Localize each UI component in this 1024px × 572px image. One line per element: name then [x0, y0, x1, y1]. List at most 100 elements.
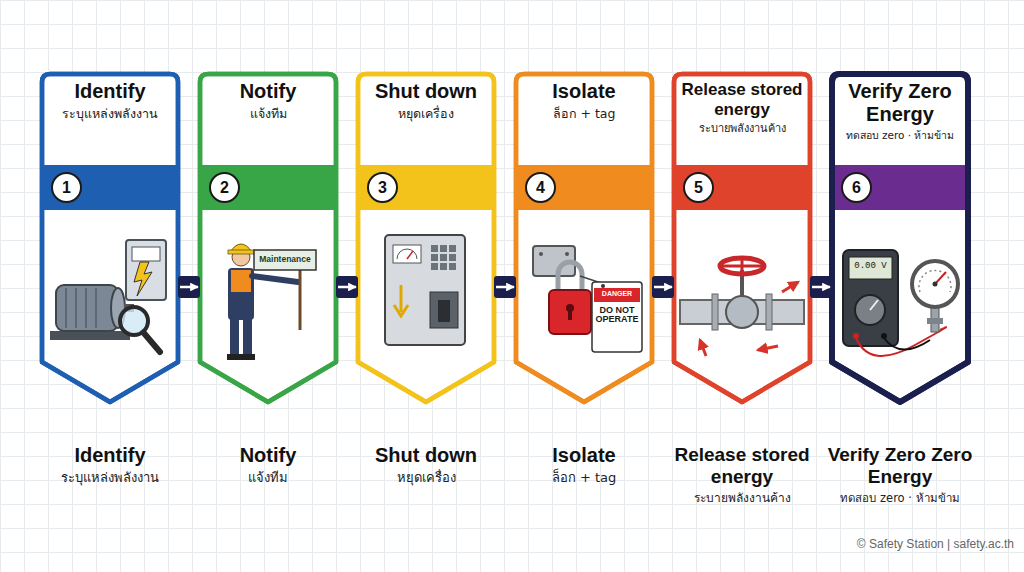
- lockout-illustration: [594, 288, 640, 302]
- step-caption: Verify Zero Zero Energy: [821, 444, 979, 488]
- number-holder: 2: [209, 172, 240, 203]
- panel-outline: [40, 72, 180, 412]
- color-band: [674, 165, 810, 210]
- control-panel-illustration: [440, 245, 447, 252]
- panel-outline: [832, 74, 968, 402]
- step-number: 1: [51, 172, 82, 203]
- motor-illustration: [85, 288, 87, 328]
- control-panel-illustration: [385, 235, 465, 345]
- step-heading: Isolate: [516, 80, 652, 103]
- motor-illustration: [132, 247, 160, 261]
- step-caption: Identify: [31, 444, 189, 467]
- step-header: Release stored energyระบายพลังงานค้าง: [674, 80, 810, 136]
- panel-outline: [674, 74, 810, 402]
- valve-illustration: [766, 294, 772, 330]
- step-caption: Shut down: [347, 444, 505, 467]
- flow-connector-group: [652, 276, 674, 298]
- lockout-illustration: [592, 282, 642, 352]
- step-heading: Notify: [200, 80, 336, 103]
- panel-outline: [358, 74, 494, 402]
- panel-outline: [200, 74, 336, 402]
- number-holder: 6: [841, 172, 872, 203]
- arrow-badge: [494, 276, 516, 298]
- control-panel-illustration: [393, 245, 421, 263]
- worker-illustration: [241, 354, 255, 360]
- control-panel-illustration: [431, 245, 438, 252]
- flow-connector-group: [336, 276, 358, 298]
- color-band: [516, 165, 652, 210]
- tag-heading: DANGER: [594, 290, 640, 297]
- panel-outline: [198, 72, 338, 412]
- motor-illustration: [126, 240, 166, 300]
- step-number: 6: [841, 172, 872, 203]
- meter-illustration: [870, 300, 878, 310]
- panel-outline: [200, 74, 336, 402]
- step-heading: Identify: [42, 80, 178, 103]
- step-panel: Identify ระบุแหล่งพลังงาน 1 Identify ระบุแหล…: [40, 72, 180, 527]
- step-panel: Release stored energyระบายพลังงานค้าง5Re…: [672, 72, 812, 527]
- meter-illustration: [912, 261, 958, 307]
- lockout-illustration: [565, 252, 569, 256]
- color-band: [832, 165, 968, 210]
- panel-outline: [516, 74, 652, 402]
- meter-illustration: [927, 318, 943, 324]
- step-caption-block: Identifyระบุแหล่งพลังงาน: [31, 444, 189, 487]
- step-heading: Shut down: [358, 80, 494, 103]
- step-subtitle: แจ้งทีม: [200, 106, 336, 122]
- step-caption: Isolate: [505, 444, 663, 467]
- meter-illustration: [919, 270, 951, 292]
- control-panel-illustration: [431, 245, 456, 270]
- flow-connector-group: [810, 276, 832, 298]
- label-holder: Maintenance: [254, 255, 316, 264]
- worker-illustration: [231, 270, 251, 292]
- worker-illustration: [230, 318, 239, 356]
- flow-connector-group: [178, 276, 200, 298]
- label-holder: DANGER: [594, 290, 640, 297]
- panel-outline: [42, 74, 178, 402]
- copyright-note: © Safety Station | safety.ac.th: [740, 538, 1014, 551]
- step-subtitle: ล็อก + tag: [516, 106, 652, 122]
- meter-illustration: [843, 250, 898, 346]
- color-band: [200, 165, 336, 210]
- step-caption-block: Isolateล็อก + tag: [505, 444, 663, 487]
- valve-illustration: [741, 258, 744, 274]
- step-subtitle: ทดสอบ zero · ห้ามข้าม: [832, 129, 968, 143]
- panel-outline: [356, 72, 496, 412]
- valve-illustration: [720, 258, 764, 274]
- number-holder: 4: [525, 172, 556, 203]
- control-panel-illustration: [431, 254, 438, 261]
- meter-illustration: [849, 257, 892, 279]
- control-panel-illustration: [449, 254, 456, 261]
- step-panel: Isolate ล็อก + tag 4 Isolate ล็อก + tag: [514, 72, 654, 527]
- step-caption: Notify: [189, 444, 347, 467]
- number-holder: 5: [683, 172, 714, 203]
- worker-illustration: [228, 250, 254, 254]
- motor-illustration: [95, 288, 97, 328]
- step-caption: Release stored energy: [663, 444, 821, 488]
- step-caption-subtitle: ระบายพลังงานค้าง: [663, 491, 821, 507]
- panel-outline: [358, 74, 494, 402]
- lockout-illustration: [549, 290, 591, 334]
- worker-illustration: [227, 354, 241, 360]
- motor-illustration: [56, 285, 118, 331]
- step-caption-block: Shut downหยุดเครื่อง: [347, 444, 505, 487]
- sign-text: Maintenance: [254, 255, 316, 264]
- arrow-badge: [652, 276, 674, 298]
- step-header: Shut downหยุดเครื่อง: [358, 80, 494, 122]
- step-header: Identify ระบุแหล่งพลังงาน: [42, 80, 178, 122]
- motor-illustration: [50, 331, 130, 340]
- meter-reading: 0.00 V: [849, 262, 892, 271]
- step-caption-subtitle: ทดสอบ zero · ห้ามข้าม: [821, 491, 979, 506]
- worker-illustration: [299, 270, 302, 330]
- meter-illustration: [855, 295, 885, 325]
- worker-illustration: [243, 318, 252, 356]
- flow-arrow: [654, 286, 672, 289]
- step-panel: Notifyแจ้งทีม2Notifyแจ้งทีม: [198, 72, 338, 527]
- worker-illustration: [254, 250, 316, 270]
- lockout-illustration: [568, 310, 572, 320]
- control-panel-illustration: [430, 292, 458, 328]
- step-header: Isolate ล็อก + tag: [516, 80, 652, 122]
- step-caption-block: Release stored energy ระบายพลังงานค้าง: [663, 444, 821, 506]
- step-subtitle: ระบุแหล่งพลังงาน: [42, 106, 178, 122]
